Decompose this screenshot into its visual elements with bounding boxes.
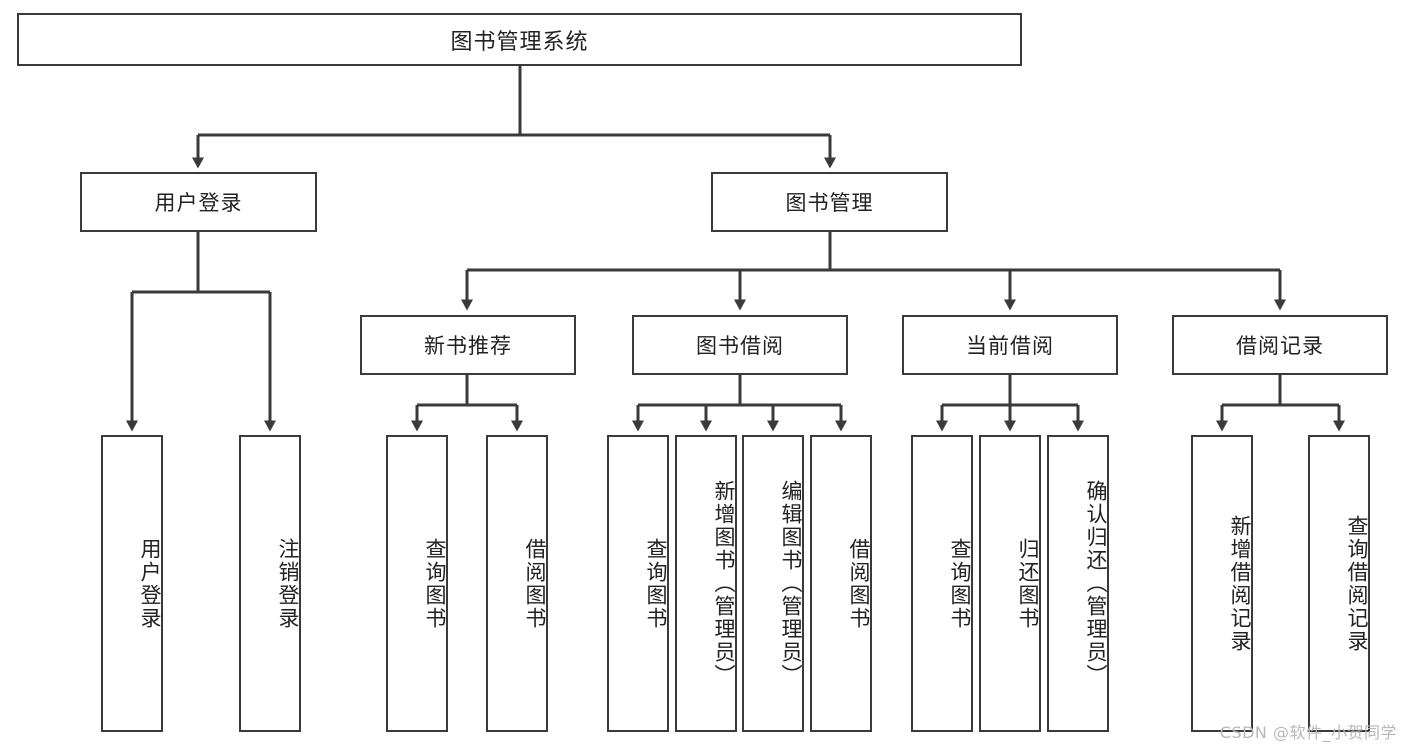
leaf-current-borrow-query[interactable]: 查询图书: [911, 435, 973, 732]
leaf-book-borrow-query[interactable]: 查询图书: [607, 435, 669, 732]
csdn-watermark: CSDN @软件_小贺同学: [1219, 723, 1397, 742]
node-user-login[interactable]: 用户登录: [80, 172, 317, 232]
node-book-borrow[interactable]: 图书借阅: [632, 315, 848, 375]
leaf-current-borrow-confirm-return[interactable]: 确认归还（管理员）: [1047, 435, 1109, 732]
node-label: 归还图书: [1016, 537, 1040, 630]
node-label: 用户登录: [154, 191, 243, 215]
node-label: 编辑图书（管理员）: [779, 480, 803, 687]
node-label: 新书推荐: [424, 334, 512, 358]
node-label: 查询借阅记录: [1345, 514, 1369, 653]
node-label: 图书管理系统: [450, 29, 589, 55]
node-book-management[interactable]: 图书管理: [711, 172, 948, 232]
leaf-new-book-borrow[interactable]: 借阅图书: [486, 435, 548, 732]
node-borrow-record[interactable]: 借阅记录: [1172, 315, 1388, 375]
leaf-user-login-logout[interactable]: 注销登录: [239, 435, 301, 732]
node-label: 注销登录: [276, 537, 300, 630]
node-new-book-recommend[interactable]: 新书推荐: [360, 315, 576, 375]
node-label: 查询图书: [948, 537, 972, 630]
node-label: 图书借阅: [696, 334, 784, 358]
node-label: 借阅记录: [1236, 334, 1324, 358]
leaf-book-borrow-borrow[interactable]: 借阅图书: [810, 435, 872, 732]
node-label: 图书管理: [785, 191, 874, 215]
node-label: 新增图书（管理员）: [712, 480, 736, 687]
leaf-book-borrow-edit[interactable]: 编辑图书（管理员）: [742, 435, 804, 732]
node-label: 借阅图书: [847, 537, 871, 630]
node-label: 确认归还（管理员）: [1084, 480, 1108, 687]
node-label: 借阅图书: [523, 537, 547, 630]
leaf-current-borrow-return[interactable]: 归还图书: [979, 435, 1041, 732]
leaf-new-book-query[interactable]: 查询图书: [386, 435, 448, 732]
node-label: 新增借阅记录: [1228, 514, 1252, 653]
node-label: 用户登录: [138, 537, 162, 630]
leaf-borrow-record-query[interactable]: 查询借阅记录: [1308, 435, 1370, 732]
node-label: 查询图书: [423, 537, 447, 630]
node-root-book-management-system[interactable]: 图书管理系统: [17, 13, 1022, 66]
leaf-user-login-login[interactable]: 用户登录: [101, 435, 163, 732]
leaf-book-borrow-add[interactable]: 新增图书（管理员）: [675, 435, 737, 732]
node-label: 查询图书: [644, 537, 668, 630]
leaf-borrow-record-add[interactable]: 新增借阅记录: [1191, 435, 1253, 732]
node-current-borrow[interactable]: 当前借阅: [902, 315, 1118, 375]
node-label: 当前借阅: [966, 334, 1054, 358]
